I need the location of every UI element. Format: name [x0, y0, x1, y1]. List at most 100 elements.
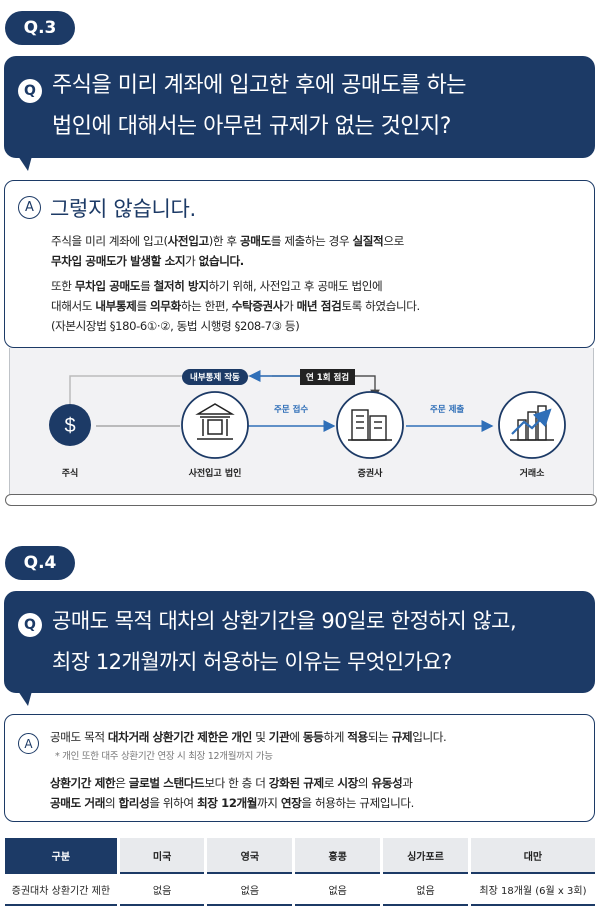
node-label-prefunded-corp: 사전입고 법인 [188, 469, 242, 479]
table-cell: 최장 18개월 (6월 x 3회) [470, 874, 595, 906]
q4-question-icon: Q [18, 613, 42, 637]
body-text: 입니다. [412, 730, 447, 744]
table-header-cell: 영국 [207, 838, 293, 874]
bank-glyph [195, 403, 235, 440]
q4-question-tail [18, 691, 32, 706]
emphasis-text: 상환기간 제한 [50, 776, 116, 790]
emphasis-text: 의무화 [150, 299, 181, 313]
q4-question-line-1: 공매도 목적 대차의 상환기간을 90일로 한정하지 않고, [52, 609, 517, 633]
table-cell: 없음 [207, 874, 293, 906]
dollar-icon [49, 404, 91, 446]
body-text: 를 [140, 279, 154, 293]
body-text: 토록 하였습니다. [341, 299, 420, 313]
body-text: 까지 [257, 796, 281, 810]
body-text: 가 [283, 299, 297, 313]
table-cell: 없음 [383, 874, 468, 906]
q4-question-box: Q 공매도 목적 대차의 상환기간을 90일로 한정하지 않고, 최장 12개월… [4, 591, 595, 706]
emphasis-text: 개인 [231, 730, 252, 744]
emphasis-text: 매년 점검 [296, 299, 342, 313]
body-text: 하기 위해, 사전입고 후 공매도 법인에 [208, 279, 383, 293]
body-text: 대해서도 [51, 299, 96, 313]
table-header-cell: 구분 [5, 838, 117, 874]
annual-check-tag: 연 1회 점검 [300, 369, 356, 385]
body-text: 주식을 미리 계좌에 입고( [51, 234, 168, 248]
body-text: 의 [357, 776, 372, 790]
exchange-chart-icon [498, 391, 566, 459]
comparison-table: 구분 미국 영국 홍콩 싱가포르 대만 증권대차 상환기간 제한 없음 없음 없… [2, 838, 598, 906]
emphasis-text: 유동성 [371, 776, 403, 790]
q4-answer-paragraph: 상환기간 제한은 글로벌 스탠다드보다 한 층 더 강화된 규제로 시장의 유동… [50, 773, 590, 813]
rising-trend-icon [511, 408, 552, 435]
order-receive-label: 주문 접수 [274, 405, 309, 415]
table-cell: 없음 [119, 874, 205, 906]
q3-badge: Q.3 [5, 11, 75, 45]
body-text: 및 [251, 730, 269, 744]
text-line: 주식을 미리 계좌에 입고(사전입고)한 후 공매도를 제출하는 경우 실질적으… [51, 231, 571, 251]
node-label-broker: 증권사 [357, 469, 383, 479]
q4-answer-note: * 개인 또한 대주 상환기간 연장 시 최장 12개월까지 가능 [55, 751, 273, 762]
emphasis-text: 내부통제 [95, 299, 137, 313]
table-header-cell: 싱가포르 [383, 838, 468, 874]
body-text: (자본시장법 §180-6①·②, 동법 시행령 §208-7③ 등) [51, 319, 300, 333]
table-cell: 없음 [295, 874, 381, 906]
q3-paragraph-1: 주식을 미리 계좌에 입고(사전입고)한 후 공매도를 제출하는 경우 실질적으… [51, 231, 571, 271]
q4-badge: Q.4 [5, 546, 75, 580]
body-text: 되는 [367, 730, 392, 744]
text-line: 공매도 목적 대차거래 상환기간 제한은 개인 및 기관에 동등하게 적용되는 … [50, 727, 590, 747]
body-text: 은 [115, 776, 129, 790]
q3-question-line-2: 법인에 대해서는 아무런 규제가 없는 것인지? [52, 114, 451, 139]
dollar-symbol: $ [64, 415, 75, 437]
emphasis-text: 없습니다. [198, 254, 244, 268]
emphasis-text: 공매도 거래 [50, 796, 105, 810]
building-glyph [348, 409, 392, 441]
body-text: 으로 [383, 234, 404, 248]
emphasis-text: 수탁증권사 [231, 299, 284, 313]
body-text: 를 제출하는 경우 [270, 234, 353, 248]
order-submit-label: 주문 제출 [430, 405, 465, 415]
emphasis-text: 강화된 규제 [268, 776, 324, 790]
table-header-row: 구분 미국 영국 홍콩 싱가포르 대만 [5, 838, 595, 874]
text-line: (자본시장법 §180-6①·②, 동법 시행령 §208-7③ 등) [51, 316, 586, 336]
emphasis-text: 기관 [268, 730, 290, 744]
table-row: 증권대차 상환기간 제한 없음 없음 없음 없음 최장 18개월 (6월 x 3… [5, 874, 595, 906]
node-label-stock: 주식 [61, 469, 79, 479]
q4-answer-icon: A [18, 733, 39, 754]
emphasis-text: 무차입 공매도 [74, 279, 141, 293]
emphasis-text: 무차입 공매도가 발생할 소지 [51, 254, 186, 268]
body-text: 가 [185, 254, 199, 268]
q3-question-tail [18, 156, 32, 171]
body-text: 하게 [323, 730, 348, 744]
emphasis-text: 시장 [337, 776, 358, 790]
q4-answer-box: A 공매도 목적 대차거래 상환기간 제한은 개인 및 기관에 동등하게 적용되… [4, 714, 595, 822]
q3-question-icon: Q [18, 79, 42, 103]
emphasis-text: 동등 [302, 730, 324, 744]
body-text: )한 후 [208, 234, 240, 248]
emphasis-text: 대차거래 상환기간 제한은 [107, 730, 229, 744]
internal-control-tag: 내부통제 작동 [182, 369, 248, 385]
bank-icon [181, 391, 249, 459]
emphasis-text: 적용 [347, 730, 368, 744]
node-label-exchange: 거래소 [519, 469, 545, 479]
q3-question-line-1: 주식을 미리 계좌에 입고한 후에 공매도를 하는 [52, 73, 467, 98]
body-text: 공매도 목적 [50, 730, 108, 744]
emphasis-text: 사전입고 [167, 234, 209, 248]
text-line: 상환기간 제한은 글로벌 스탠다드보다 한 층 더 강화된 규제로 시장의 유동… [50, 773, 590, 793]
q3-answer-title: 그렇지 않습니다. [50, 197, 196, 221]
q3-answer-icon: A [18, 196, 41, 219]
q3-answer-box: A 그렇지 않습니다. 주식을 미리 계좌에 입고(사전입고)한 후 공매도를 … [4, 180, 595, 348]
q3-section-bottom-bar [5, 494, 597, 506]
emphasis-text: 최장 12개월 [196, 796, 258, 810]
body-text: 의 [104, 796, 119, 810]
table-cell: 증권대차 상환기간 제한 [5, 874, 117, 906]
q4-question-line-2: 최장 12개월까지 허용하는 이유는 무엇인가요? [52, 650, 452, 674]
emphasis-text: 글로벌 스탠다드 [128, 776, 205, 790]
text-line: 또한 무차입 공매도를 철저히 방지하기 위해, 사전입고 후 공매도 법인에 [51, 276, 586, 296]
body-text: 를 [136, 299, 150, 313]
body-text: 에 [289, 730, 303, 744]
emphasis-text: 연장 [280, 796, 302, 810]
body-text: 또한 [51, 279, 75, 293]
emphasis-text: 실질적 [352, 234, 384, 248]
text-line: 대해서도 내부통제를 의무화하는 한편, 수탁증권사가 매년 점검토록 하였습니… [51, 296, 586, 316]
table-header-cell: 대만 [470, 838, 595, 874]
